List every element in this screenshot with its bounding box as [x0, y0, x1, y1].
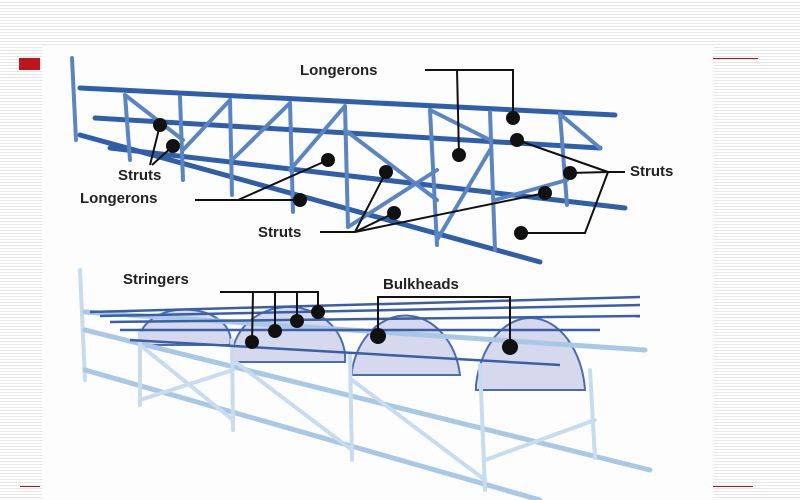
label-bulkheads: Bulkheads — [383, 276, 459, 293]
title-rule — [713, 58, 758, 59]
label-stringers: Stringers — [123, 271, 189, 288]
stringers — [89, 295, 641, 367]
label-struts-left: Struts — [118, 167, 161, 184]
label-longerons-top: Longerons — [300, 62, 378, 79]
label-struts-right: Struts — [630, 163, 673, 180]
stringer-bulkhead-structure — [78, 268, 653, 500]
label-struts-bottom: Struts — [258, 224, 301, 241]
bullet-icon — [19, 58, 40, 70]
label-longerons-left: Longerons — [80, 190, 158, 207]
top-truss-callouts: Longerons Struts Longerons Struts Struts — [80, 62, 673, 241]
footer-rule-left — [20, 486, 40, 487]
footer-rule-right — [713, 486, 753, 487]
bottom-callouts: Stringers Bulkheads — [123, 271, 518, 355]
